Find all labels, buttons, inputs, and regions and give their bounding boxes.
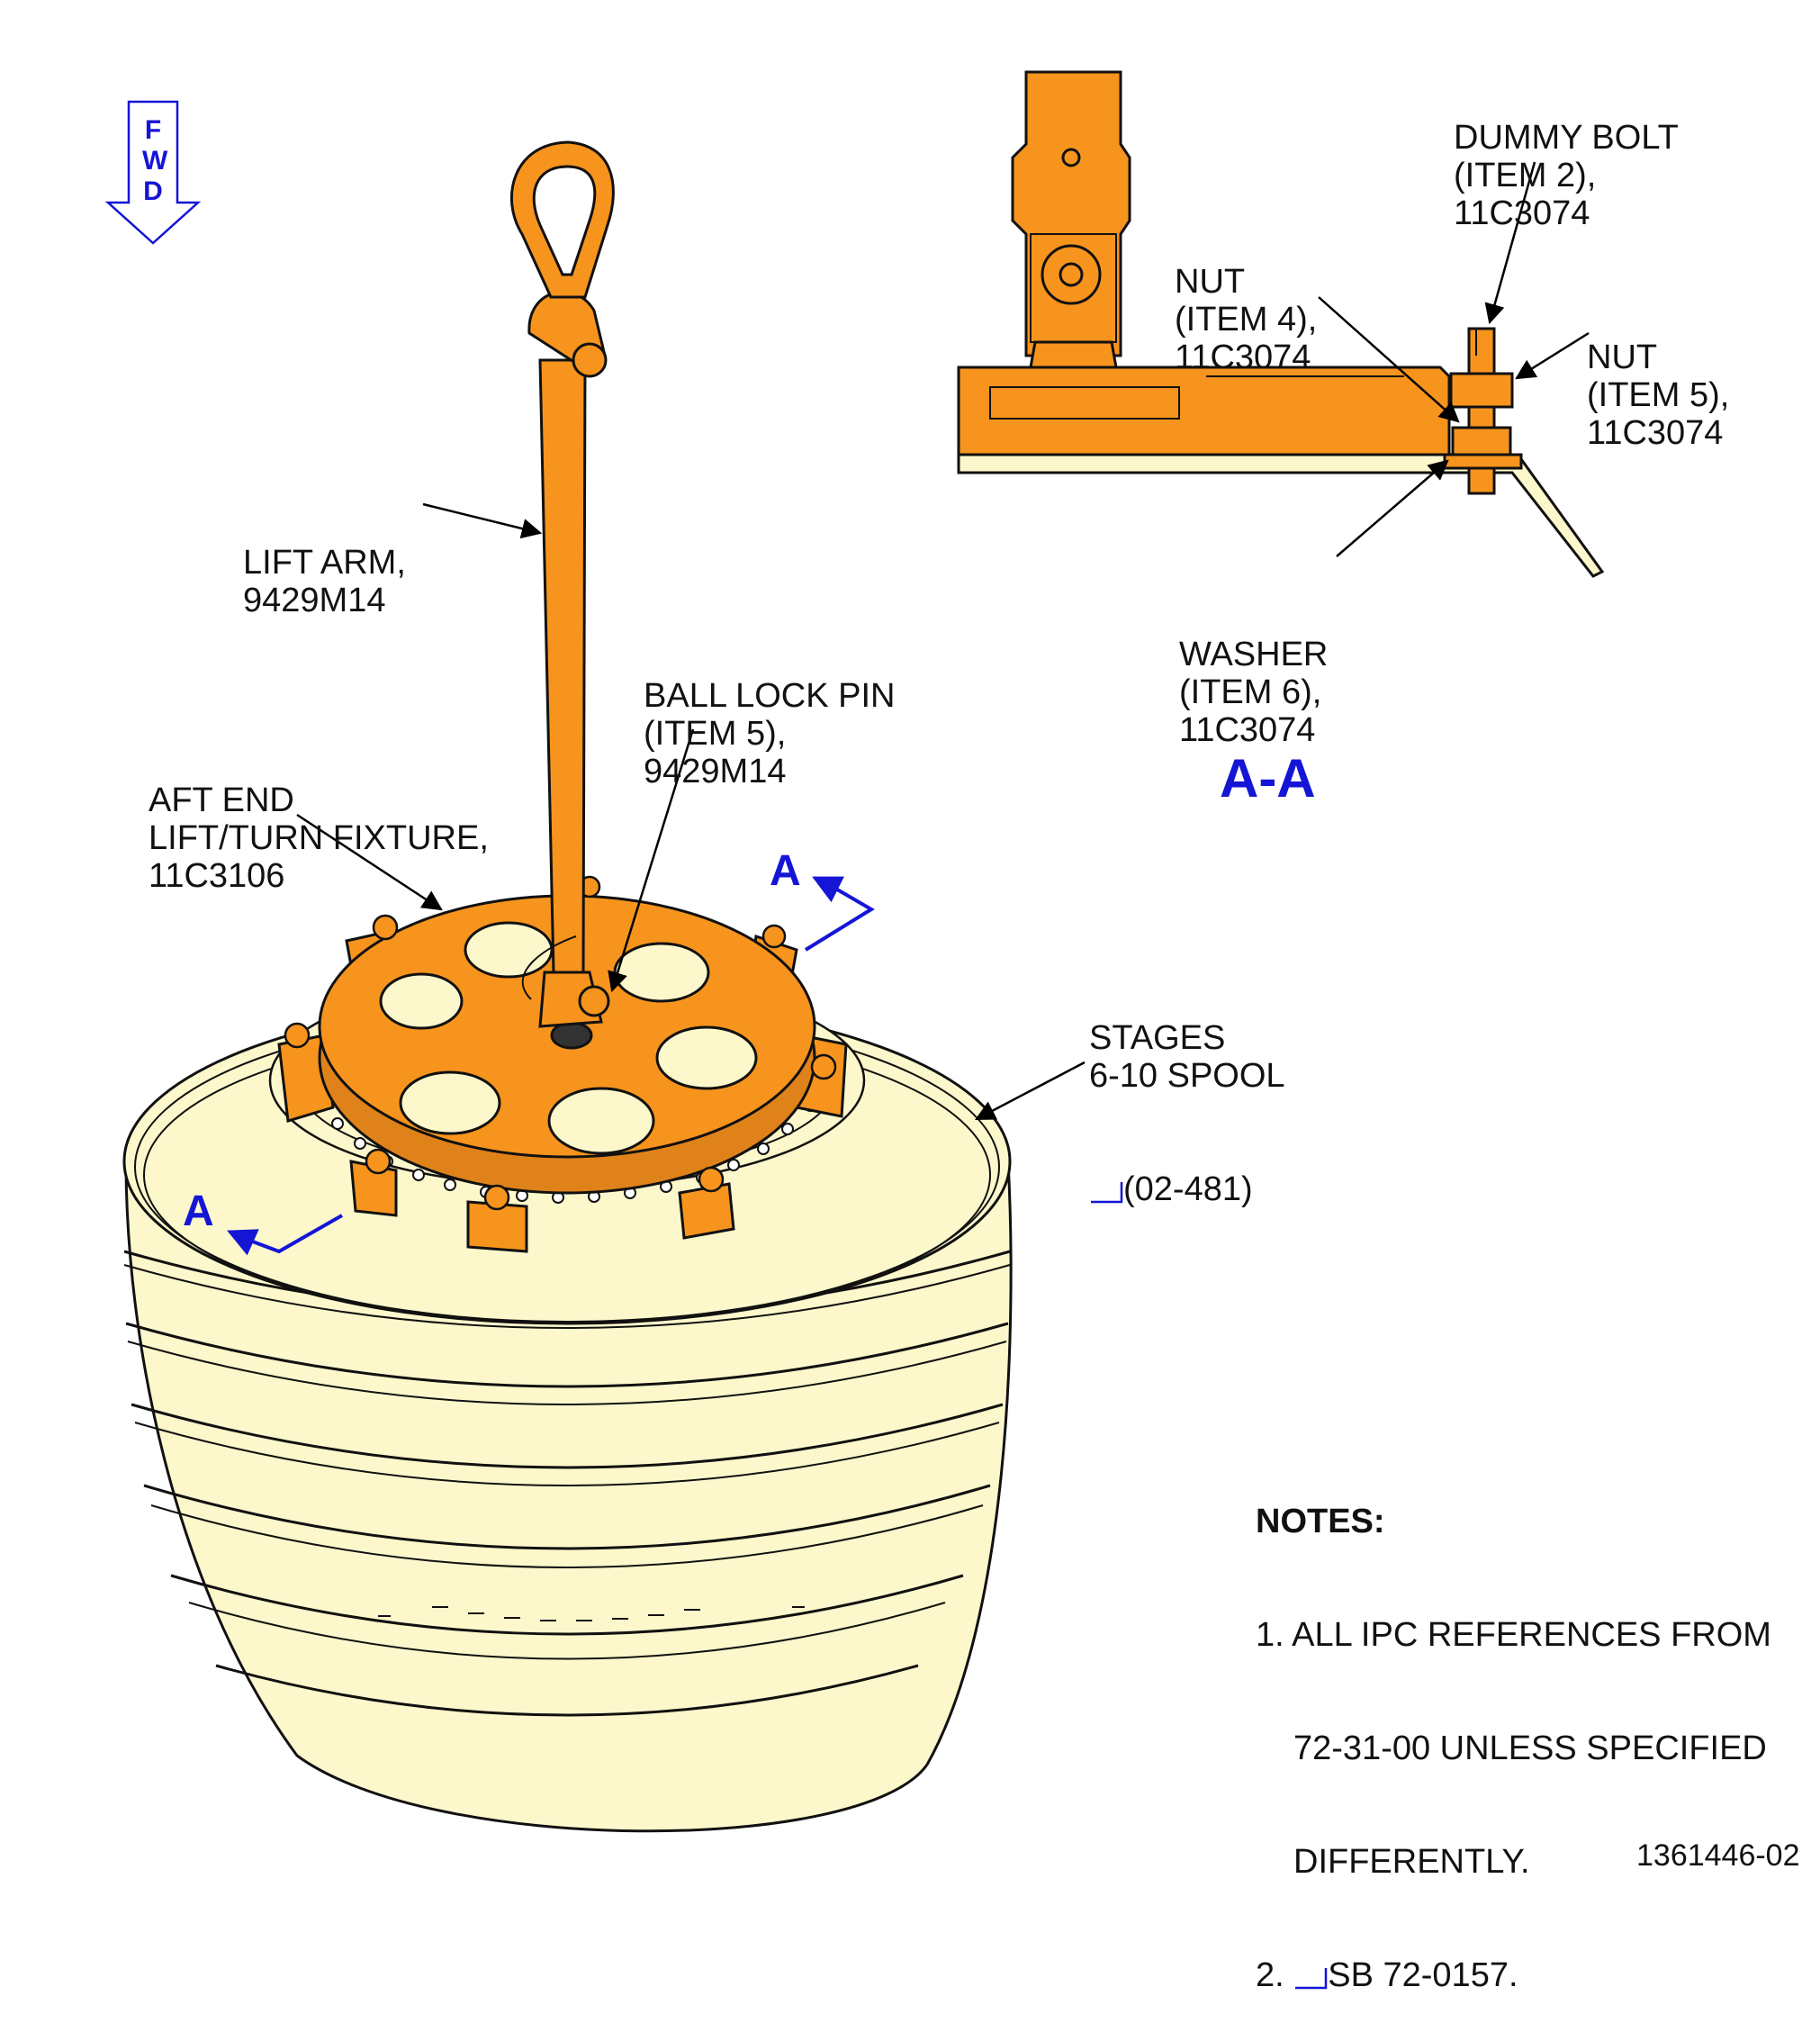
section-marker-top: A: [770, 847, 801, 895]
label-lift-arm: LIFT ARM,9429M14: [243, 544, 406, 619]
spool-slots: [378, 1606, 805, 1621]
notes-block: NOTES: 1. ALL IPC REFERENCES FROM 72-31-…: [1256, 1503, 1771, 1994]
fwd-letter-w: W: [142, 146, 168, 176]
fwd-letter-f: F: [144, 115, 162, 145]
label-washer: WASHER(ITEM 6),11C3074: [1179, 636, 1329, 749]
label-ball-lock-pin: BALL LOCK PIN(ITEM 5),9429M14: [644, 677, 896, 790]
fwd-arrow-icon: [104, 100, 202, 245]
effectivity-triangle-icon: [1091, 1182, 1123, 1204]
section-marker-bottom: A: [183, 1188, 214, 1235]
lift-arm: [509, 140, 615, 1028]
section-leader-lines: [1318, 161, 1590, 557]
section-detail: [957, 70, 1605, 578]
figure-id: 1361446-02: [1636, 1838, 1800, 1873]
label-nut-item-5: NUT(ITEM 5),11C3074: [1587, 339, 1730, 452]
leader-lines: [296, 502, 1086, 1121]
fwd-letter-d: D: [143, 176, 163, 206]
section-cut-marker-top: [804, 876, 875, 952]
label-dummy-bolt: DUMMY BOLT(ITEM 2),11C3074: [1454, 119, 1679, 232]
notes-title: NOTES:: [1256, 1503, 1385, 1540]
effectivity-triangle-icon: [1295, 1968, 1328, 1990]
section-title: A-A: [1220, 748, 1316, 808]
label-nut-item-4: NUT(ITEM 4),11C3074: [1175, 263, 1318, 376]
aft-end-lift-turn-fixture: [277, 894, 848, 1253]
section-cut-marker-bottom: [227, 1214, 343, 1256]
lift-fixture-drawing: [104, 70, 1605, 1833]
